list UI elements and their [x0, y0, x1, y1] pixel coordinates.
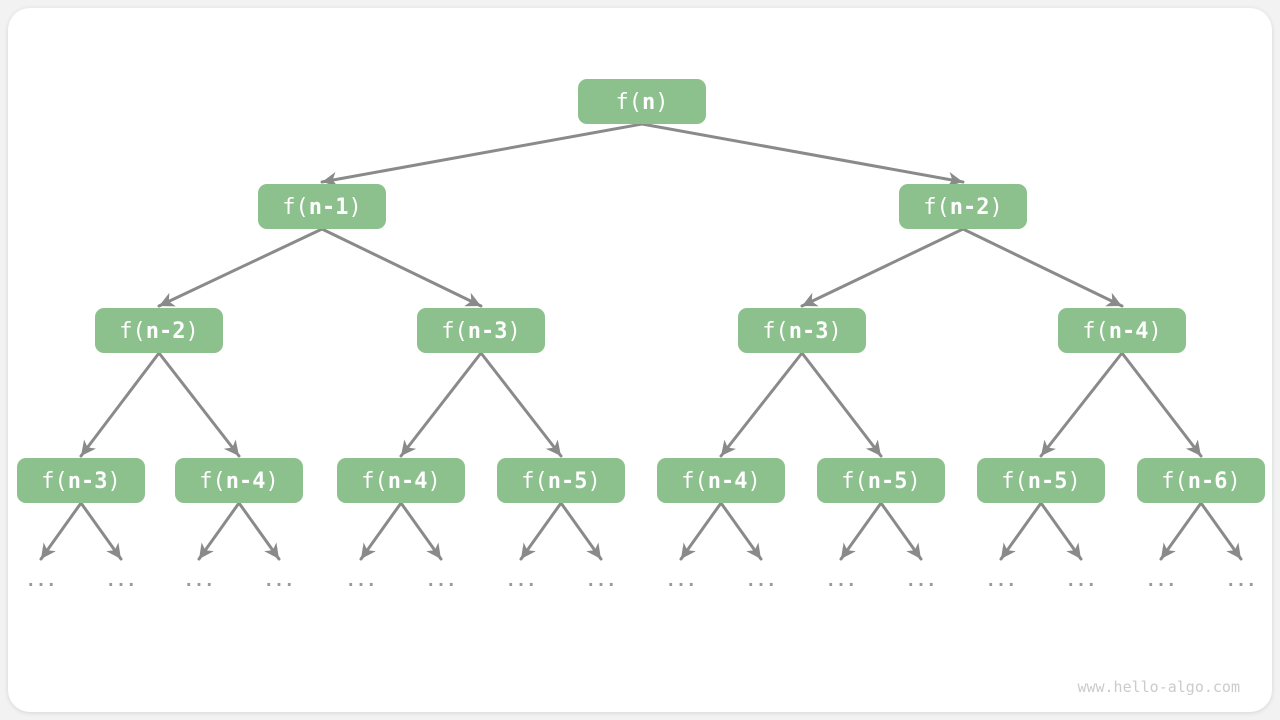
node-box [977, 458, 1105, 503]
node-label: f(n-3) [41, 469, 121, 494]
tree-edges [39, 122, 1243, 561]
tree-edge [719, 351, 804, 458]
tree-edge [679, 501, 723, 561]
node-box [337, 458, 465, 503]
ellipsis-label: ... [346, 571, 377, 591]
tree-node: f(n-4) [337, 458, 465, 503]
node-box [738, 308, 866, 353]
tree-edge [479, 351, 563, 458]
node-label: f(n-2) [923, 195, 1003, 220]
tree-edge [1039, 351, 1124, 458]
node-box [497, 458, 625, 503]
ellipsis-label: ... [666, 571, 697, 591]
node-box [258, 184, 386, 229]
ellipsis-label: ... [1146, 571, 1177, 591]
ellipsis-label: ... [184, 571, 215, 591]
ellipsis-label: ... [986, 571, 1017, 591]
tree-edge [879, 501, 923, 561]
ellipsis-label: ... [586, 571, 617, 591]
tree-edge [1159, 501, 1203, 561]
node-label: f(n-5) [841, 469, 921, 494]
ellipsis-row: ... ... ... ... ... ... ... ... ... ... … [26, 571, 1257, 591]
tree-edge [320, 227, 483, 308]
node-box [417, 308, 545, 353]
tree-edge [961, 227, 1124, 308]
tree-edge [519, 501, 563, 561]
ellipsis-label: ... [26, 571, 57, 591]
tree-node: f(n-6) [1137, 458, 1265, 503]
node-box [578, 79, 706, 124]
tree-node: f(n-5) [977, 458, 1105, 503]
tree-node: f(n-4) [1058, 308, 1186, 353]
tree-edge [800, 351, 883, 458]
tree-node: f(n-2) [899, 184, 1027, 229]
node-box [817, 458, 945, 503]
node-box [175, 458, 303, 503]
node-label: f(n-5) [521, 469, 601, 494]
node-box [1137, 458, 1265, 503]
tree-edge [359, 501, 403, 561]
ellipsis-label: ... [1226, 571, 1257, 591]
tree-edge [1199, 501, 1243, 561]
tree-node: f(n-4) [657, 458, 785, 503]
tree-edge [1039, 501, 1083, 561]
ellipsis-label: ... [264, 571, 295, 591]
tree-edge [79, 351, 161, 458]
tree-edge [39, 501, 83, 561]
tree-edge [399, 351, 483, 458]
tree-node: f(n-3) [417, 308, 545, 353]
tree-node: f(n-3) [738, 308, 866, 353]
node-label: f(n) [616, 90, 669, 115]
ellipsis-label: ... [1066, 571, 1097, 591]
tree-edge [839, 501, 883, 561]
node-box [17, 458, 145, 503]
tree-node: f(n-5) [817, 458, 945, 503]
node-label: f(n-1) [282, 195, 362, 220]
tree-edge [1120, 351, 1203, 458]
tree-edge [800, 227, 965, 308]
node-label: f(n-4) [361, 469, 441, 494]
tree-node: f(n-5) [497, 458, 625, 503]
node-label: f(n-2) [119, 319, 199, 344]
tree-node: f(n-1) [258, 184, 386, 229]
node-box [899, 184, 1027, 229]
node-label: f(n-3) [441, 319, 521, 344]
ellipsis-label: ... [906, 571, 937, 591]
node-box [95, 308, 223, 353]
ellipsis-label: ... [826, 571, 857, 591]
tree-nodes: f(n) f(n-1) f(n-2) f(n-2) f(n-3) f(n-3) … [17, 79, 1265, 503]
node-label: f(n-5) [1001, 469, 1081, 494]
tree-node: f(n-2) [95, 308, 223, 353]
node-label: f(n-4) [681, 469, 761, 494]
tree-edge [640, 122, 965, 187]
tree-node: f(n-4) [175, 458, 303, 503]
tree-edge [157, 351, 241, 458]
node-label: f(n-3) [762, 319, 842, 344]
tree-edge [197, 501, 241, 561]
tree-edge [320, 122, 644, 187]
tree-edge [399, 501, 443, 561]
tree-edge [999, 501, 1043, 561]
ellipsis-label: ... [746, 571, 777, 591]
ellipsis-label: ... [106, 571, 137, 591]
tree-edge [79, 501, 123, 561]
node-label: f(n-6) [1161, 469, 1241, 494]
tree-node-root: f(n) [578, 79, 706, 124]
tree-node: f(n-3) [17, 458, 145, 503]
tree-edge [237, 501, 281, 561]
tree-edge [719, 501, 763, 561]
node-label: f(n-4) [1082, 319, 1162, 344]
ellipsis-label: ... [426, 571, 457, 591]
node-label: f(n-4) [199, 469, 279, 494]
ellipsis-label: ... [506, 571, 537, 591]
watermark: www.hello-algo.com [1077, 678, 1240, 696]
node-box [1058, 308, 1186, 353]
tree-edge [157, 227, 324, 308]
node-box [657, 458, 785, 503]
tree-edge [559, 501, 603, 561]
